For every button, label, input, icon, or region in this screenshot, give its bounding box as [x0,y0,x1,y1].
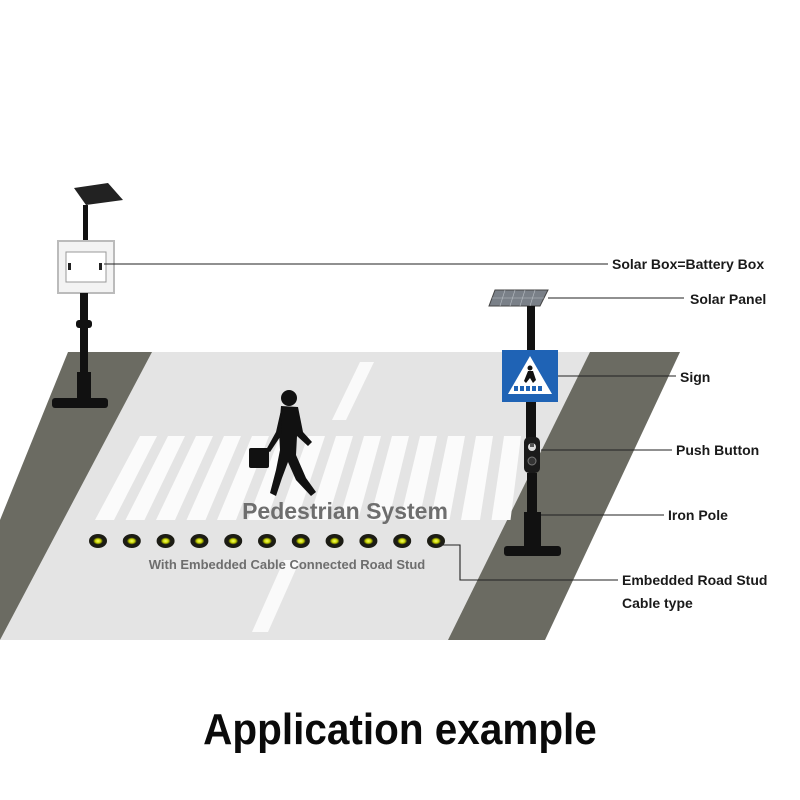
crosswalk-stripe [186,436,241,520]
crosswalk-stripe [156,436,213,520]
crosswalk-stripe [400,436,437,520]
crosswalk-stripe [339,436,381,520]
push-button-box [524,437,540,473]
road-stud-light [363,537,374,545]
road-stud-light [126,537,137,545]
label-push-button: Push Button [676,442,759,458]
left-pole-assembly [52,183,123,408]
overlay-subtitle: With Embedded Cable Connected Road Stud [149,557,426,572]
label-sign: Sign [680,369,710,385]
road-stud-light [194,537,205,545]
road-stud-light [262,537,272,545]
pedestrian-figure [249,390,316,496]
label-solar-panel: Solar Panel [690,291,766,307]
crosswalk-stripe [125,436,185,520]
label-road-stud-line1: Embedded Road Stud [622,572,767,588]
label-solar-box: Solar Box=Battery Box [612,256,764,272]
crosswalk-stripe [95,436,157,520]
crosswalk-stripe [430,436,465,520]
road-stud-light [329,537,340,545]
left-solar-panel [74,183,123,205]
lane-markings [252,362,374,632]
caption: Application example [203,705,597,754]
label-iron-pole: Iron Pole [668,507,728,523]
road-studs [89,534,445,548]
crosswalk-stripe [369,436,409,520]
right-pole-assembly [488,289,561,556]
right-sidewalk [448,352,680,640]
road-stud-light [93,537,103,545]
overlay-title: Pedestrian System [242,498,448,524]
road-stud-light [295,537,306,545]
crosswalk-stripe [491,436,521,520]
road-stud-light [431,537,441,545]
left-sidewalk [0,352,152,640]
crosswalk-stripe [461,436,493,520]
road-stud-light [160,537,171,545]
road-stud-light [397,537,408,545]
leader-lines [104,263,684,581]
road-stud-light [228,537,239,545]
label-road-stud-line2: Cable type [622,595,693,611]
crosswalk-stripe [308,436,353,520]
callout-labels: Solar Box=Battery Box Solar Panel Sign P… [612,256,767,611]
